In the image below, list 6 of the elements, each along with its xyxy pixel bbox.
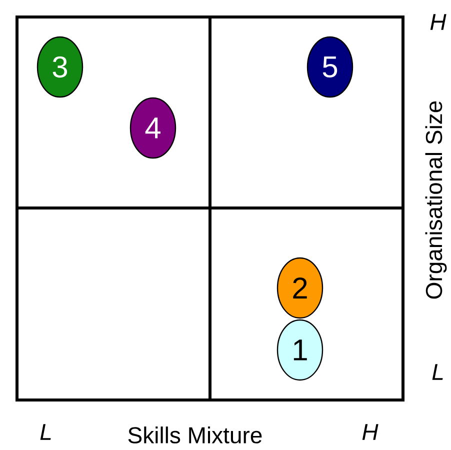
axis-label: Skills Mixture	[128, 426, 262, 444]
axis-label: H	[430, 14, 446, 30]
axis-label: L	[40, 424, 51, 440]
axis-label: Organisational Size	[425, 101, 447, 299]
axis-label: H	[362, 424, 378, 440]
axis-label: L	[432, 364, 443, 380]
